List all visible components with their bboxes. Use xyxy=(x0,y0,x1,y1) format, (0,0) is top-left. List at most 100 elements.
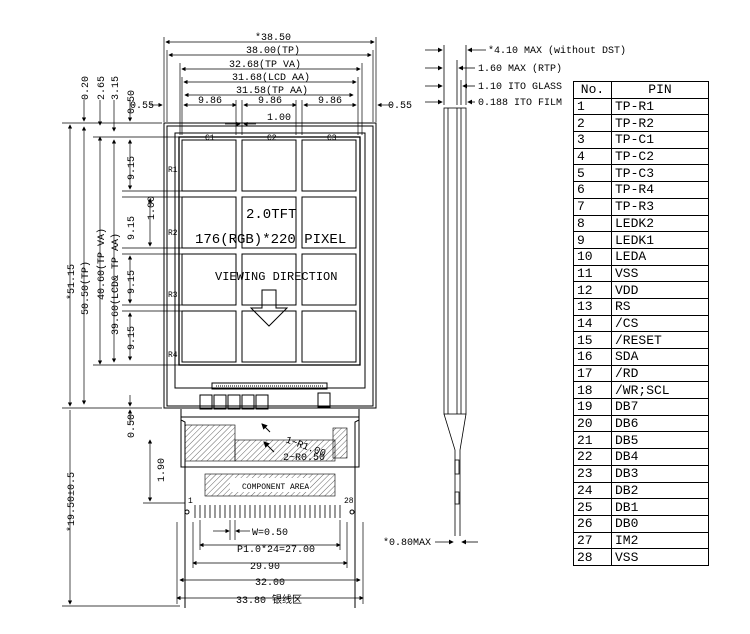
lcd-outline xyxy=(174,132,366,389)
pin-name: /RD xyxy=(611,364,709,383)
table-row: 15/RESET xyxy=(573,331,709,349)
dim-col-gap: 1.00 xyxy=(267,113,291,124)
pin-number: 24 xyxy=(573,481,612,500)
pin-name: VDD xyxy=(611,281,709,299)
row-r4-label: R4 xyxy=(168,351,178,360)
fpc-outline xyxy=(180,409,360,608)
pin-name: TP-R3 xyxy=(611,197,709,216)
dim-tp-height: 50.50(TP) xyxy=(80,261,92,315)
pin-name: /CS xyxy=(611,314,709,333)
pin-number: 9 xyxy=(573,231,612,249)
header-no: No. xyxy=(573,81,612,99)
connector-bar xyxy=(211,382,328,390)
pin-number: 6 xyxy=(573,181,612,199)
panel-title: 2.0TFT xyxy=(246,207,296,223)
pin-name: LEDK2 xyxy=(611,214,709,233)
row-r1-label: R1 xyxy=(168,166,178,175)
dim-pin-width: W=0.50 xyxy=(252,528,288,539)
dim-tp-width: 38.00(TP) xyxy=(246,45,300,57)
header-pin: PIN xyxy=(611,81,709,99)
pin-name: IM2 xyxy=(611,531,709,550)
tp-outline xyxy=(166,125,374,407)
pin-name: TP-C1 xyxy=(611,131,709,149)
pin-number: 10 xyxy=(573,247,612,266)
left-dimensions xyxy=(62,100,185,607)
col-c1-label: C1 xyxy=(205,134,215,143)
module-outline xyxy=(163,122,377,409)
pin-name: RS xyxy=(611,297,709,316)
pin-number: 27 xyxy=(573,531,612,550)
viewing-arrow-icon xyxy=(249,289,289,327)
dim-margin-right: 0.55 xyxy=(388,101,412,112)
dim-fpc-190: 1.90 xyxy=(157,458,168,482)
table-row: 18/WR;SCL xyxy=(573,381,709,400)
pin-number: 25 xyxy=(573,498,612,516)
panel-resolution: 176(RGB)*220 PIXEL xyxy=(195,232,346,248)
dim-fpc-2990: 29.90 xyxy=(250,562,280,573)
pin-table-header: No. PIN xyxy=(573,81,709,99)
dim-pitch: P1.0*24=27.00 xyxy=(237,544,315,556)
dim-total-height: *51.15 xyxy=(66,264,78,300)
dim-rtp-thick: 1.60 MAX (RTP) xyxy=(478,63,562,75)
pin-number: 4 xyxy=(573,147,612,166)
row-r2-label: R2 xyxy=(168,229,178,238)
pin-number: 17 xyxy=(573,364,612,383)
pin-name: TP-R2 xyxy=(611,114,709,133)
pin-name: DB5 xyxy=(611,431,709,450)
component-area-label: COMPONENT AREA xyxy=(242,483,309,492)
pin-name: DB6 xyxy=(611,414,709,433)
dim-max-thick: *4.10 MAX (without DST) xyxy=(488,45,626,57)
touch-grid xyxy=(181,139,357,363)
dim-top-020: 0.20 xyxy=(81,76,92,100)
dim-tp-va-height: 40.60(TP VA) xyxy=(96,228,108,300)
dim-col-c: 9.86 xyxy=(318,96,342,107)
pin-number: 26 xyxy=(573,514,612,533)
dim-fpc-3200: 32.00 xyxy=(255,578,285,589)
pin-number: 21 xyxy=(573,431,612,450)
top-dimensions xyxy=(150,37,392,135)
col-c2-label: C2 xyxy=(267,134,277,143)
pin-name: DB3 xyxy=(611,464,709,483)
pin-name: TP-R4 xyxy=(611,181,709,199)
pin-number: 12 xyxy=(573,281,612,299)
pin-name: DB1 xyxy=(611,498,709,516)
pin-number: 23 xyxy=(573,464,612,483)
pin-number: 1 xyxy=(573,97,612,116)
dim-ito-film: 0.188 ITO FILM xyxy=(478,98,562,109)
pin-name: /RESET xyxy=(611,331,709,349)
row-r3-label: R3 xyxy=(168,291,178,300)
table-row: 14/CS xyxy=(573,314,709,333)
table-row: 17/RD xyxy=(573,364,709,383)
dim-row-c: 9.15 xyxy=(127,270,138,294)
pin-number: 14 xyxy=(573,314,612,333)
pin-name: DB0 xyxy=(611,514,709,533)
pin1-label: 1 xyxy=(188,497,193,506)
pin-number: 7 xyxy=(573,197,612,216)
dim-tp-va: 32.68(TP VA) xyxy=(229,59,301,71)
viewing-direction-label: VIEWING DIRECTION xyxy=(215,270,337,284)
pin-number: 11 xyxy=(573,264,612,283)
pin-name: DB4 xyxy=(611,448,709,466)
pin-name: /WR;SCL xyxy=(611,381,709,400)
pin-name: TP-R1 xyxy=(611,97,709,116)
fpc-pins xyxy=(194,505,341,518)
dim-ito-glass: 1.10 ITO GLASS xyxy=(478,82,562,93)
dim-margin-left: 0.55 xyxy=(130,101,154,112)
